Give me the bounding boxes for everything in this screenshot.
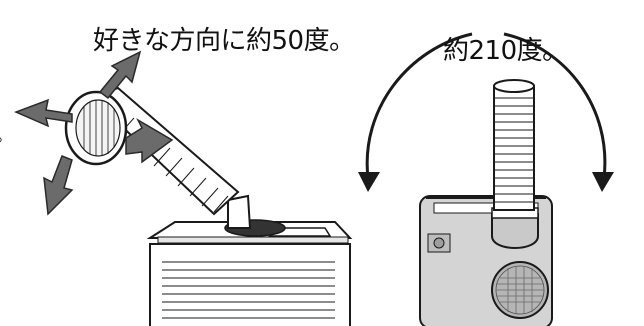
four-way-arrow-icon: [14, 50, 174, 216]
curved-arrow-icon: [358, 32, 614, 192]
left-unit: [146, 219, 353, 326]
left-duct: [64, 86, 252, 229]
cut-off-caption-fragment: 。: [0, 122, 12, 146]
caption-direction-50-degrees: 好きな方向に約50度。: [93, 26, 355, 56]
caption-rotation-210-degrees: 約210度。: [443, 36, 568, 66]
right-duct: [491, 79, 539, 249]
side-grille: [162, 261, 335, 319]
